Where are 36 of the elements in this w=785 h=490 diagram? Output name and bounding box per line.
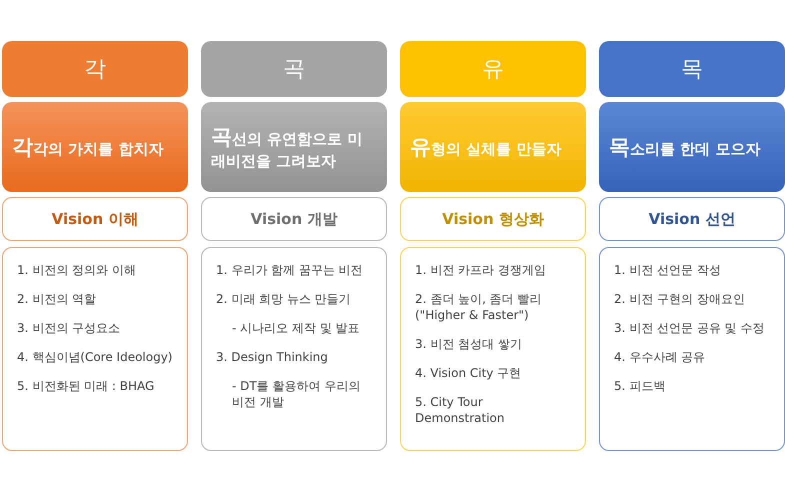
list-item: 4. 우수사례 공유 <box>614 349 706 365</box>
list-item: 2. 미래 희망 뉴스 만들기 <box>216 291 352 307</box>
list-item: 1. 비전 카프라 경쟁게임 <box>415 262 547 278</box>
sub-item: - 시나리오 제작 및 발표 <box>231 320 361 336</box>
vision-label: Vision 개발 <box>201 197 387 241</box>
list-item: 2. 좀더 높이, 좀더 빨리 ("Higher & Faster") <box>415 291 543 323</box>
list-card <box>400 247 586 451</box>
vision-label: Vision 선언 <box>599 197 785 241</box>
column-header: 곡 <box>201 41 387 97</box>
list-item: 5. 비전화된 미래 : BHAG <box>17 378 156 394</box>
list-card <box>2 247 188 451</box>
slogan-banner: 목소리를 한데 모으자 <box>599 102 785 192</box>
list-item: 1. 우리가 함께 꿈꾸는 비전 <box>216 262 364 278</box>
list-item: 3. 비전 첨성대 쌓기 <box>415 336 523 352</box>
column-header: 유 <box>400 41 586 97</box>
slogan-banner: 각각의 가치를 합치자 <box>2 102 188 192</box>
list-item: 5. 피드백 <box>614 378 666 394</box>
list-item: 1. 비전의 정의와 이해 <box>17 262 137 278</box>
list-item: 3. 비전 선언문 공유 및 수정 <box>614 320 766 336</box>
list-item: 2. 비전 구현의 장애요인 <box>614 291 746 307</box>
list-item: 1. 비전 선언문 작성 <box>614 262 722 278</box>
vision-label: Vision 이해 <box>2 197 188 241</box>
list-item: 4. 핵심이념(Core Ideology) <box>17 349 174 365</box>
list-item: 4. Vision City 구현 <box>415 365 522 381</box>
list-item: 3. 비전의 구성요소 <box>17 320 122 336</box>
column-header: 각 <box>2 41 188 97</box>
list-card <box>201 247 387 451</box>
list-item: 5. City Tour Demonstration <box>415 394 506 426</box>
slogan-banner: 유형의 실체를 만들자 <box>400 102 586 192</box>
list-item: 2. 비전의 역할 <box>17 291 98 307</box>
list-item: 3. Design Thinking <box>216 349 329 365</box>
column-header: 목 <box>599 41 785 97</box>
list-card <box>599 247 785 451</box>
sub-item: - DT를 활용하여 우리의 비전 개발 <box>231 378 362 410</box>
slogan-banner: 곡선의 유연함으로 미래비전을 그려보자 <box>201 102 387 192</box>
vision-label: Vision 형상화 <box>400 197 586 241</box>
